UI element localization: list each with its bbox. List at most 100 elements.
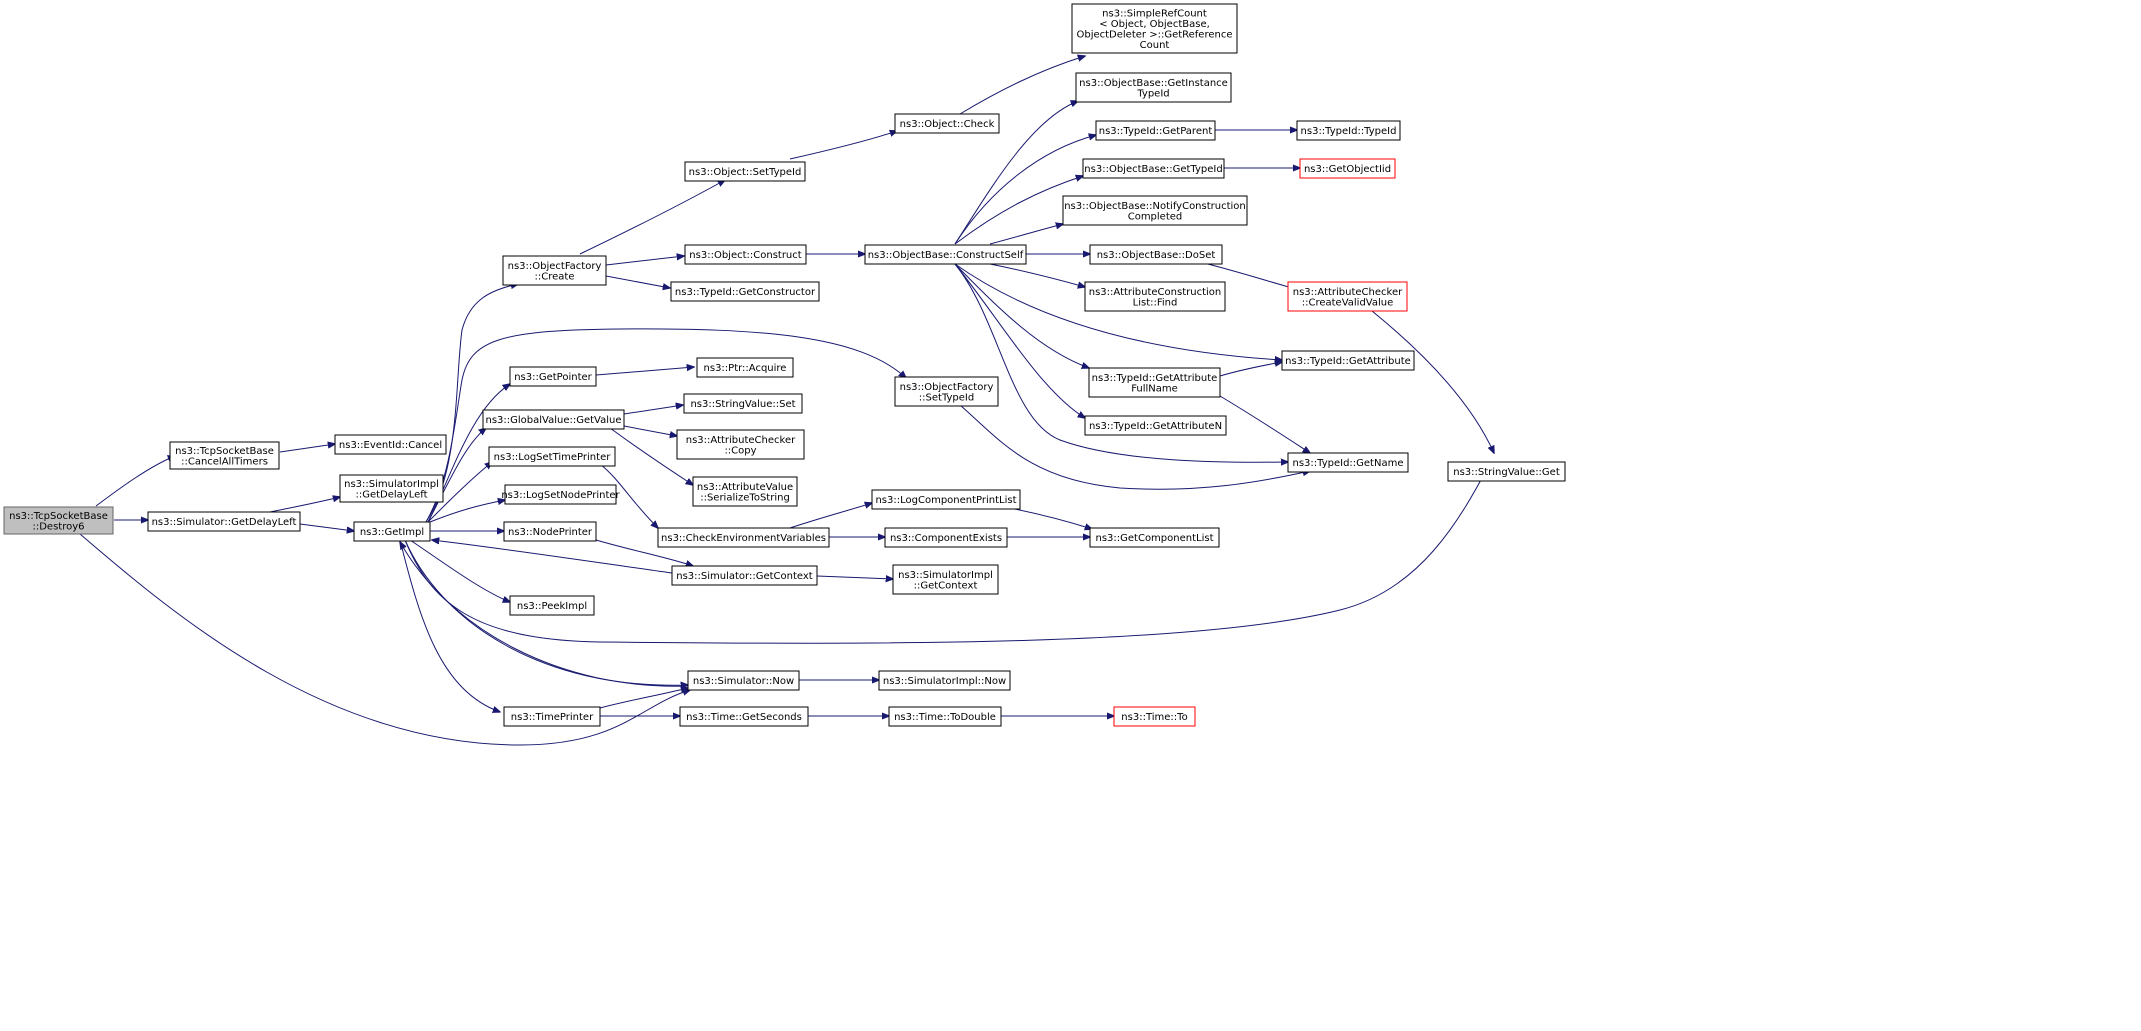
edge-createvalidvalue-stringvalue-get	[1371, 310, 1494, 453]
node-label-line: ns3::AttributeChecker	[686, 435, 796, 446]
node-label-line: ns3::SimulatorImpl::Now	[883, 676, 1006, 687]
node-box	[888, 706, 1002, 727]
node-checker-createvalid[interactable]: ns3::AttributeChecker::CreateValidValue	[1287, 281, 1408, 312]
edge-getimpl-objectfactory-settypeid	[425, 328, 906, 523]
node-timeprinter[interactable]: ns3::TimePrinter	[503, 706, 601, 727]
node-sim-getcontext[interactable]: ns3::Simulator::GetContext	[671, 565, 818, 586]
node-label-line: ns3::Simulator::GetDelayLeft	[152, 517, 297, 528]
node-label-line: ns3::PeekImpl	[517, 601, 587, 612]
node-box	[670, 281, 820, 302]
node-getcomponentlist[interactable]: ns3::GetComponentList	[1089, 527, 1220, 548]
node-globalvalue-getvalue[interactable]: ns3::GlobalValue::GetValue	[482, 409, 625, 430]
node-box	[1447, 461, 1566, 482]
edge-constructself-getattribute	[954, 263, 1282, 360]
edge-sim-now-getimpl	[400, 542, 689, 687]
node-label-line: ns3::ObjectBase::ConstructSelf	[868, 250, 1024, 261]
node-label-line: ns3::GetObjectIid	[1304, 164, 1391, 175]
node-box	[509, 595, 595, 616]
node-label-line: ns3::ObjectFactory	[900, 382, 994, 393]
node-stringvalue-set[interactable]: ns3::StringValue::Set	[683, 393, 803, 414]
node-sim-now[interactable]: ns3::Simulator::Now	[687, 670, 800, 691]
node-box	[864, 244, 1027, 265]
edge-getimpl-timeprinter	[399, 539, 500, 712]
edge-getimpl-objectfactory-create	[425, 284, 518, 523]
edge-create-object-construct	[605, 256, 684, 266]
node-typeid-getparent[interactable]: ns3::TypeId::GetParent	[1095, 120, 1216, 141]
node-label-line: ns3::GetImpl	[360, 527, 424, 538]
node-time-to[interactable]: ns3::Time::To	[1113, 706, 1196, 727]
node-objectfactory-create[interactable]: ns3::ObjectFactory::Create	[502, 255, 607, 286]
node-getpointer[interactable]: ns3::GetPointer	[509, 366, 597, 387]
node-simimpl-now[interactable]: ns3::SimulatorImpl::Now	[878, 670, 1011, 691]
node-box	[692, 476, 798, 507]
node-peekimpl[interactable]: ns3::PeekImpl	[509, 595, 595, 616]
node-box	[1082, 158, 1225, 179]
node-logcomponentprintlist[interactable]: ns3::LogComponentPrintList	[871, 489, 1021, 510]
node-checkenvvars[interactable]: ns3::CheckEnvironmentVariables	[657, 527, 830, 548]
node-cancelalltimers[interactable]: ns3::TcpSocketBase::CancelAllTimers	[169, 441, 280, 470]
node-label-line: ::SetTypeId	[919, 392, 974, 403]
node-box	[894, 376, 999, 407]
node-box	[504, 484, 617, 505]
node-box	[1062, 195, 1248, 226]
node-ptr-acquire[interactable]: ns3::Ptr::Acquire	[696, 357, 794, 378]
call-graph: ns3::TcpSocketBase::Destroy6 ns3::TcpSock…	[3, 3, 1566, 746]
node-typeid-getname[interactable]: ns3::TypeId::GetName	[1287, 452, 1409, 473]
node-box	[884, 527, 1008, 548]
node-label-line: ns3::TimePrinter	[511, 712, 594, 723]
node-box	[147, 511, 301, 532]
node-box	[1071, 3, 1238, 54]
node-label-line: FullName	[1131, 383, 1178, 394]
node-getobjectiid[interactable]: ns3::GetObjectIid	[1299, 158, 1396, 179]
edge-destroy6-cancelalltimers	[95, 456, 175, 507]
node-componentexists[interactable]: ns3::ComponentExists	[884, 527, 1008, 548]
node-logsettimeprinter[interactable]: ns3::LogSetTimePrinter	[488, 446, 616, 467]
node-time-todouble[interactable]: ns3::Time::ToDouble	[888, 706, 1002, 727]
node-notifyconstruction[interactable]: ns3::ObjectBase::NotifyConstructionCompl…	[1062, 195, 1248, 226]
node-objectfactory-settypeid[interactable]: ns3::ObjectFactory::SetTypeId	[894, 376, 999, 407]
edge-create-getconstructor	[605, 275, 670, 288]
node-typeid-getattribute[interactable]: ns3::TypeId::GetAttribute	[1281, 350, 1415, 371]
node-simplerefcount[interactable]: ns3::SimpleRefCount< Object, ObjectBase,…	[1071, 3, 1238, 54]
node-box	[1088, 367, 1221, 398]
edge-constructself-getattributen	[954, 263, 1085, 418]
node-box	[3, 506, 114, 535]
node-box	[1084, 281, 1226, 312]
node-typeid-typeid[interactable]: ns3::TypeId::TypeId	[1296, 120, 1401, 141]
node-sim-getdelayleft[interactable]: ns3::Simulator::GetDelayLeft	[147, 511, 301, 532]
node-objectbase-doset[interactable]: ns3::ObjectBase::DoSet	[1089, 244, 1223, 265]
node-destroy6[interactable]: ns3::TcpSocketBase::Destroy6	[3, 506, 114, 535]
node-simimpl-getcontext[interactable]: ns3::SimulatorImpl::GetContext	[892, 564, 999, 595]
edge-getimpl-logsettimeprinter	[427, 462, 492, 523]
node-object-construct[interactable]: ns3::Object::Construct	[684, 244, 807, 265]
node-constructself[interactable]: ns3::ObjectBase::ConstructSelf	[864, 244, 1027, 265]
node-nodeprinter[interactable]: ns3::NodePrinter	[503, 521, 597, 542]
edge-sim-getcontext-simimpl-getcontext	[816, 576, 893, 579]
edge-getimpl-peekimpl	[409, 539, 510, 602]
edge-getattrfullname-getname	[1219, 395, 1310, 453]
node-label-line: ns3::Ptr::Acquire	[704, 363, 787, 374]
node-objectbase-gettypeid[interactable]: ns3::ObjectBase::GetTypeId	[1082, 158, 1225, 179]
node-stringvalue-get[interactable]: ns3::StringValue::Get	[1447, 461, 1566, 482]
node-getimpl[interactable]: ns3::GetImpl	[353, 521, 431, 542]
edge-constructself-getinstancetypeid	[954, 101, 1078, 245]
node-simimpl-getdelayleft[interactable]: ns3::SimulatorImpl::GetDelayLeft	[339, 474, 444, 503]
node-label-line: ns3::EventId::Cancel	[339, 440, 442, 451]
node-logsetnodeprinter[interactable]: ns3::LogSetNodePrinter	[501, 484, 621, 505]
node-box	[1296, 120, 1401, 141]
node-attrvalue-serialize[interactable]: ns3::AttributeValue::SerializeToString	[692, 476, 798, 507]
node-typeid-getattributen[interactable]: ns3::TypeId::GetAttributeN	[1084, 415, 1227, 436]
node-object-settypeid[interactable]: ns3::Object::SetTypeId	[684, 161, 806, 182]
edge-sim-getcontext-getimpl	[432, 540, 673, 574]
node-label-line: ns3::Object::SetTypeId	[689, 167, 802, 178]
node-object-check[interactable]: ns3::Object::Check	[894, 113, 1000, 134]
node-checker-copy[interactable]: ns3::AttributeChecker::Copy	[676, 429, 805, 460]
node-typeid-getconstructor[interactable]: ns3::TypeId::GetConstructor	[670, 281, 820, 302]
node-label-line: ns3::Simulator::GetContext	[676, 571, 813, 582]
edge-cancelalltimers-eventid-cancel	[279, 444, 335, 453]
node-time-getseconds[interactable]: ns3::Time::GetSeconds	[679, 706, 809, 727]
node-eventid-cancel[interactable]: ns3::EventId::Cancel	[334, 434, 447, 455]
